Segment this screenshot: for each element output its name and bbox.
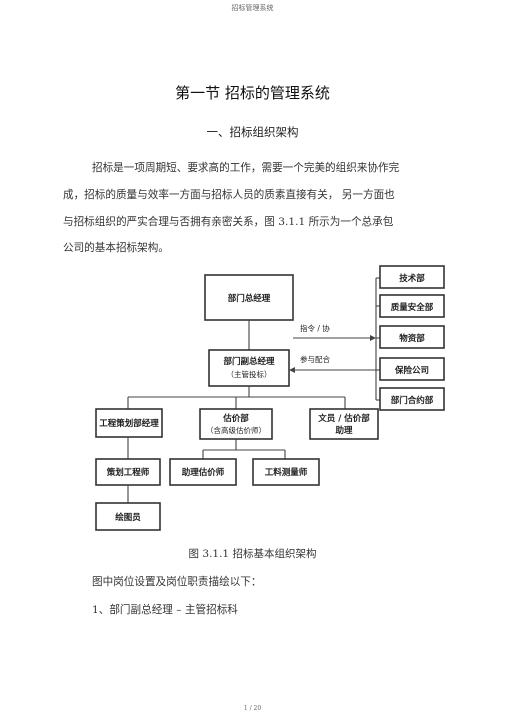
right-box-3-label: 物资部: [399, 333, 425, 344]
level2-mid-line2: （含高级估价师）: [206, 425, 266, 435]
right-box-1: [379, 265, 445, 289]
top-box: [204, 274, 294, 321]
level3-mid-box: [169, 458, 237, 486]
figure-caption: 图 3.1.1 招标基本组织架构: [188, 548, 317, 560]
right-box-5-label: 部门合约部: [391, 395, 434, 406]
right-box-2: [379, 294, 445, 318]
level2-left-box: [95, 408, 163, 438]
level2-right-box: [309, 408, 379, 440]
section-subtitle: 一、招标组织架构: [206, 125, 299, 139]
section-title: 第一节 招标的管理系统: [175, 84, 330, 102]
arrow-label-1: 指令 / 协: [300, 323, 330, 333]
paragraph-line-4: 公司的基本招标架构。: [63, 242, 169, 254]
level2-right-line1: 文员 / 估价部: [318, 413, 370, 424]
right-box-2-label: 质量安全部: [391, 302, 434, 313]
level3-mid-label: 助理估价师: [182, 467, 225, 478]
page-footer: 1 / 20: [243, 705, 262, 712]
paragraph-line-3: 与招标组织的严实合理与否拥有亲密关系，图 3.1.1 所示为一个总承包: [63, 216, 394, 228]
right-box-3: [379, 325, 445, 349]
arrowhead-right: [370, 335, 376, 341]
level3-left-label: 策划工程师: [106, 467, 150, 478]
level3-left-box: [95, 458, 161, 486]
top-box-label: 部门总经理: [228, 293, 271, 304]
mid-box-line2: （主管投标）: [227, 369, 272, 379]
paragraph-line-1: 招标是一项周期短、要求高的工作，需要一个完美的组织来协作完: [92, 162, 400, 174]
level4-left-box: [95, 502, 161, 531]
page-header: 招标管理系统: [231, 4, 274, 12]
level3-right-box: [252, 458, 320, 486]
right-box-1-label: 技术部: [399, 273, 425, 284]
paragraph-line-2: 成，招标的质量与效率一方面与招标人员的质素直接有关， 另一方面也: [63, 189, 395, 201]
right-box-5: [379, 387, 445, 411]
level3-right-label: 工料测量师: [265, 467, 308, 478]
arrow-label-2: 参与配合: [300, 354, 330, 364]
level4-left-label: 绘图员: [115, 512, 141, 523]
arrowhead-left: [289, 367, 295, 373]
right-box-4: [379, 357, 445, 381]
level2-left-label: 工程策划部经理: [99, 418, 159, 429]
body-line-after-1: 图中岗位设置及岗位职责描绘以下：: [92, 576, 262, 588]
mid-box-line1: 部门副总经理: [223, 356, 275, 367]
level2-mid-line1: 估价部: [222, 413, 249, 424]
body-line-after-2: 1、部门副总经理 – 主管招标科: [92, 604, 238, 616]
level2-right-line2: 助理: [335, 425, 353, 436]
right-box-4-label: 保险公司: [394, 365, 429, 376]
mid-box: [208, 349, 290, 387]
